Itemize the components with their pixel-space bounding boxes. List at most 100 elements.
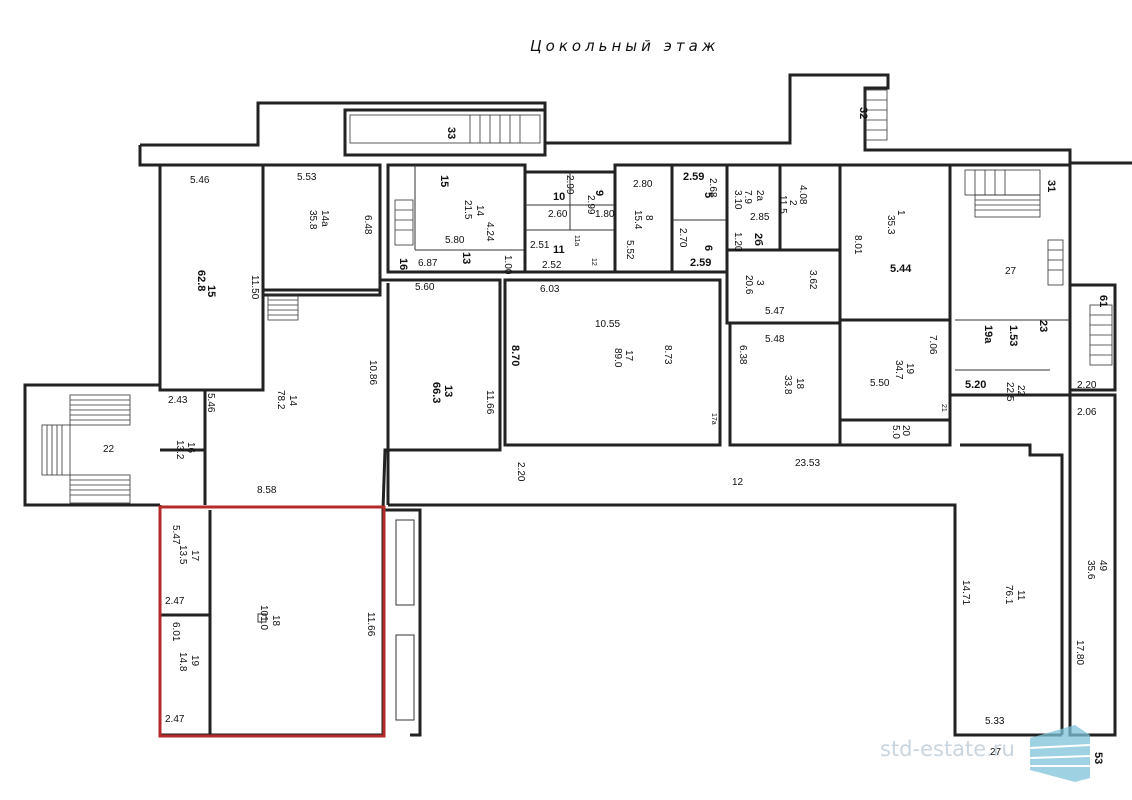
room-32-number: 32 (857, 107, 869, 119)
room-49-number: 49 (1097, 560, 1108, 572)
room-61-number: 61 (1097, 295, 1109, 307)
room-13-area: 66.3 (430, 382, 442, 403)
room-17a-number: 17а (710, 413, 717, 425)
room-14-d3: 5.46 (205, 393, 216, 413)
room-18-d2: 6.38 (737, 345, 748, 365)
room-1-d2: 5.44 (890, 263, 912, 275)
room-18b-number: 18 (270, 615, 281, 627)
room-19b-area: 14.8 (177, 652, 188, 672)
watermark-text: std-estate.ru (880, 737, 1015, 761)
room-5-number: 5 (702, 192, 714, 198)
room-49-area: 35.6 (1085, 560, 1096, 580)
room-3-area: 20.6 (743, 275, 754, 295)
room-17b-number: 17 (189, 550, 200, 562)
room-labels: 5.46 15 62.8 11.50 5.53 14а 35.8 6.48 33… (103, 107, 1109, 764)
room-17b-area: 13.5 (177, 545, 188, 565)
room-2a-number: 2а (754, 190, 765, 202)
room-11a-number: 11а (573, 235, 580, 246)
watermark: std-estate.ru (880, 725, 1091, 782)
room-16-area: 13.2 (174, 440, 185, 460)
room-20-area: 5.0 (890, 425, 901, 439)
room-8-number: 8 (643, 215, 654, 221)
room-17-number: 17 (623, 350, 634, 362)
room-8-d2: 5.52 (624, 240, 635, 260)
room-11b-area: 76.1 (1003, 585, 1014, 605)
dim-687: 6.87 (418, 258, 438, 269)
room-5-d1: 2.59 (683, 171, 704, 183)
room-19a-d: 1.53 (1007, 325, 1019, 346)
room-6-d2: 2.59 (690, 257, 711, 269)
floor-title: Цокольный этаж (530, 37, 719, 55)
room-14a-area: 35.8 (307, 210, 318, 230)
room-18b-area: 101.0 (258, 605, 269, 630)
room-1-number: 1 (895, 210, 906, 216)
room-61-d: 2.20 (1077, 380, 1097, 391)
room-33-number: 33 (445, 127, 457, 139)
highlighted-unit-outline[interactable] (158, 505, 386, 738)
room-2a-area: 7.9 (742, 190, 753, 204)
room-17-area: 89.0 (612, 348, 623, 368)
room-14-area: 78.2 (275, 390, 286, 410)
room-14top-d2: 5.80 (445, 235, 465, 246)
room-3-d1: 3.62 (807, 270, 818, 290)
room-20-number: 20 (900, 425, 911, 437)
room-23-number: 23 (1037, 320, 1049, 332)
room-11-d2: 2.52 (542, 260, 562, 271)
room-10-number: 10 (553, 191, 565, 203)
room-2a-d: 3.10 (732, 190, 743, 210)
room-17b-d1: 5.47 (170, 525, 181, 545)
room-10-d: 2.99 (564, 175, 575, 195)
room-22l-number: 22 (103, 444, 115, 455)
room-14-number: 14 (287, 395, 298, 407)
room-11-d1: 2.51 (530, 240, 550, 251)
room-11b-d2: 5.33 (985, 716, 1005, 727)
room-2-area: 11.5 (777, 195, 788, 214)
room-9-d1: 2.99 (585, 195, 596, 215)
room-19-area: 34.7 (893, 360, 904, 380)
room-49-d1: 2.06 (1077, 407, 1097, 418)
room-10-d2: 2.60 (548, 209, 568, 220)
room-14top-area: 21.5 (462, 200, 473, 220)
room-14-d4: 2.43 (168, 395, 188, 406)
room-9-number: 9 (593, 190, 605, 196)
room-2-number: 2 (787, 200, 798, 206)
room-11-number: 11 (553, 244, 565, 256)
room-15-number: 15 (205, 285, 217, 297)
room-3-number: 3 (754, 280, 765, 286)
room-19b-d2: 2.47 (165, 714, 185, 725)
room-21-number: 21 (940, 404, 947, 412)
room-19b-d1: 6.01 (170, 622, 181, 642)
room-17-d2: 8.70 (509, 345, 521, 366)
room-27-number: 27 (1005, 266, 1017, 277)
room-17b-d2: 2.47 (165, 596, 185, 607)
room-19-number: 19 (904, 363, 915, 375)
room-1-d1: 8.01 (852, 235, 863, 255)
room-11b-number: 11 (1015, 590, 1026, 601)
room-2-d1: 4.08 (797, 185, 808, 205)
room-12s-number: 12 (590, 258, 597, 266)
room-15-height: 11.50 (249, 275, 260, 300)
building-logo-icon (1030, 725, 1090, 782)
room-19-d2: 5.50 (870, 378, 890, 389)
room-17-d3: 8.73 (662, 345, 673, 365)
room-13s-number: 13 (460, 252, 472, 264)
room-8-d1: 2.80 (633, 179, 653, 190)
room-17-d1: 10.55 (595, 319, 620, 330)
room-19b-number: 19 (189, 655, 200, 667)
room-19a-number: 19а (982, 325, 994, 344)
room-1-area: 35.3 (885, 215, 896, 235)
room-14-d1: 10.86 (367, 360, 378, 385)
room-17-d4: 6.03 (540, 284, 560, 295)
room-22r-d: 5.20 (965, 379, 986, 391)
room-8-area: 15.4 (632, 210, 643, 230)
room-13-d2: 11.66 (484, 390, 495, 415)
room-6-d1: 2.70 (677, 228, 688, 248)
room-9-d2: 1.80 (595, 209, 615, 220)
room-5-d2: 2.68 (707, 178, 718, 198)
room-53-number: 53 (1092, 752, 1104, 764)
room-19-d1: 7.06 (927, 335, 938, 355)
room-22r-area: 22.5 (1004, 382, 1015, 402)
room-6-number: 6 (702, 245, 714, 251)
room-14a-number: 14а (319, 210, 330, 227)
room-14top-d1: 4.24 (484, 222, 495, 242)
